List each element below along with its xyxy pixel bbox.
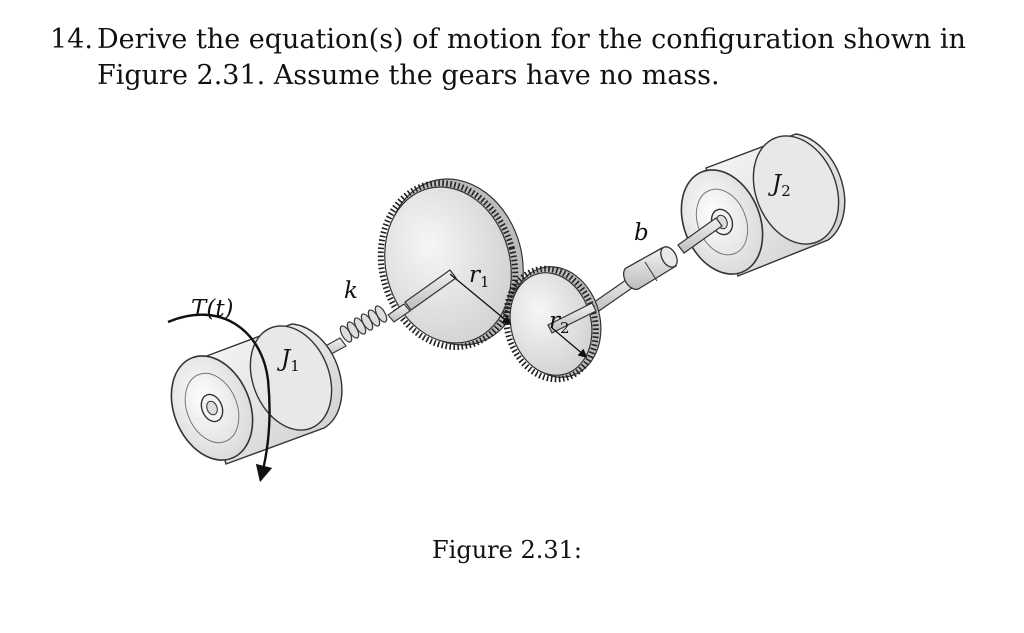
spring-k [317, 303, 411, 359]
inertia-disc-j2 [680, 133, 846, 277]
shaft-gear2 [547, 302, 597, 334]
damper-b [622, 246, 678, 291]
problem-number: 14. [50, 24, 93, 55]
figure-caption: Figure 2.31: [432, 536, 582, 564]
label-b: b [634, 220, 649, 246]
radius-r1-arrow [449, 273, 512, 325]
shaft-gear1 [404, 269, 457, 311]
problem-text: Derive the equation(s) of motion for the… [97, 24, 966, 91]
problem-statement: 14. Derive the equation(s) of motion for… [50, 22, 1000, 94]
label-j1: J1 [277, 346, 300, 375]
label-r2: r2 [549, 308, 570, 337]
label-torque: T(t) [191, 296, 234, 322]
label-k: k [344, 278, 358, 304]
label-j2: J2 [768, 171, 791, 200]
torque-arrow [167, 313, 273, 483]
radius-r2-arrow [551, 327, 588, 358]
label-r1: r1 [469, 262, 490, 291]
